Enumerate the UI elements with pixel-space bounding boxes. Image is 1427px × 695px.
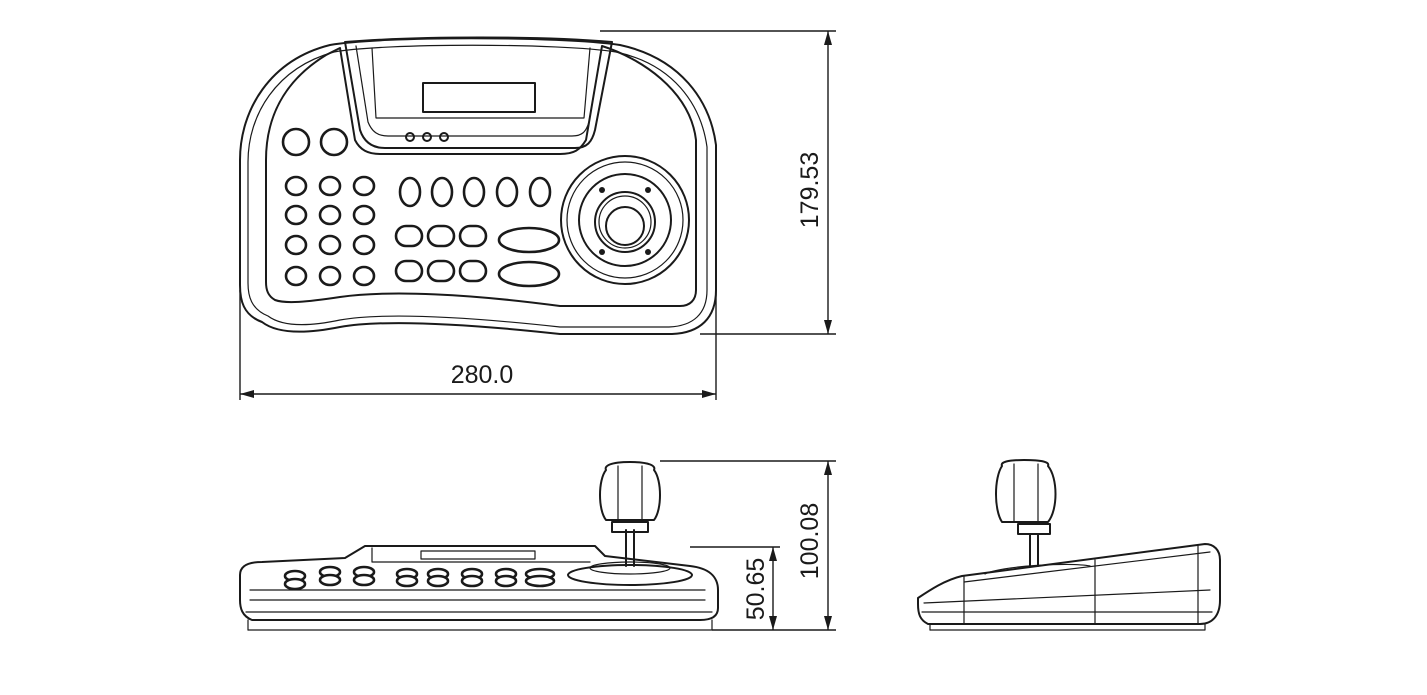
led-2 (422, 132, 432, 142)
top-view-outline (239, 37, 717, 335)
round-key-1 (281, 127, 311, 157)
joystick-top (560, 155, 690, 285)
front-key-row (283, 565, 556, 591)
led-3 (439, 132, 449, 142)
front-view: 100.08 50.65 (239, 460, 836, 631)
function-keys (394, 176, 561, 288)
numeric-keypad (284, 175, 376, 287)
depth-dimension: 179.53 (600, 30, 836, 335)
lcd-screen (422, 82, 536, 113)
depth-label: 179.53 (796, 152, 824, 228)
total-height-label: 100.08 (796, 503, 824, 579)
top-view: 280.0 179.53 (239, 30, 836, 400)
round-key-2 (319, 127, 349, 157)
side-view (917, 459, 1221, 631)
width-dimension: 280.0 (239, 290, 717, 400)
keypad-panel (265, 45, 697, 307)
led-1 (405, 132, 415, 142)
side-view-body (917, 543, 1221, 625)
height-dimensions: 100.08 50.65 (660, 460, 836, 631)
side-joystick (984, 459, 1091, 575)
front-view-body (239, 545, 719, 621)
lcd-housing (344, 36, 613, 149)
front-joystick (567, 461, 693, 586)
body-height-label: 50.65 (742, 558, 770, 621)
width-label: 280.0 (451, 361, 514, 389)
